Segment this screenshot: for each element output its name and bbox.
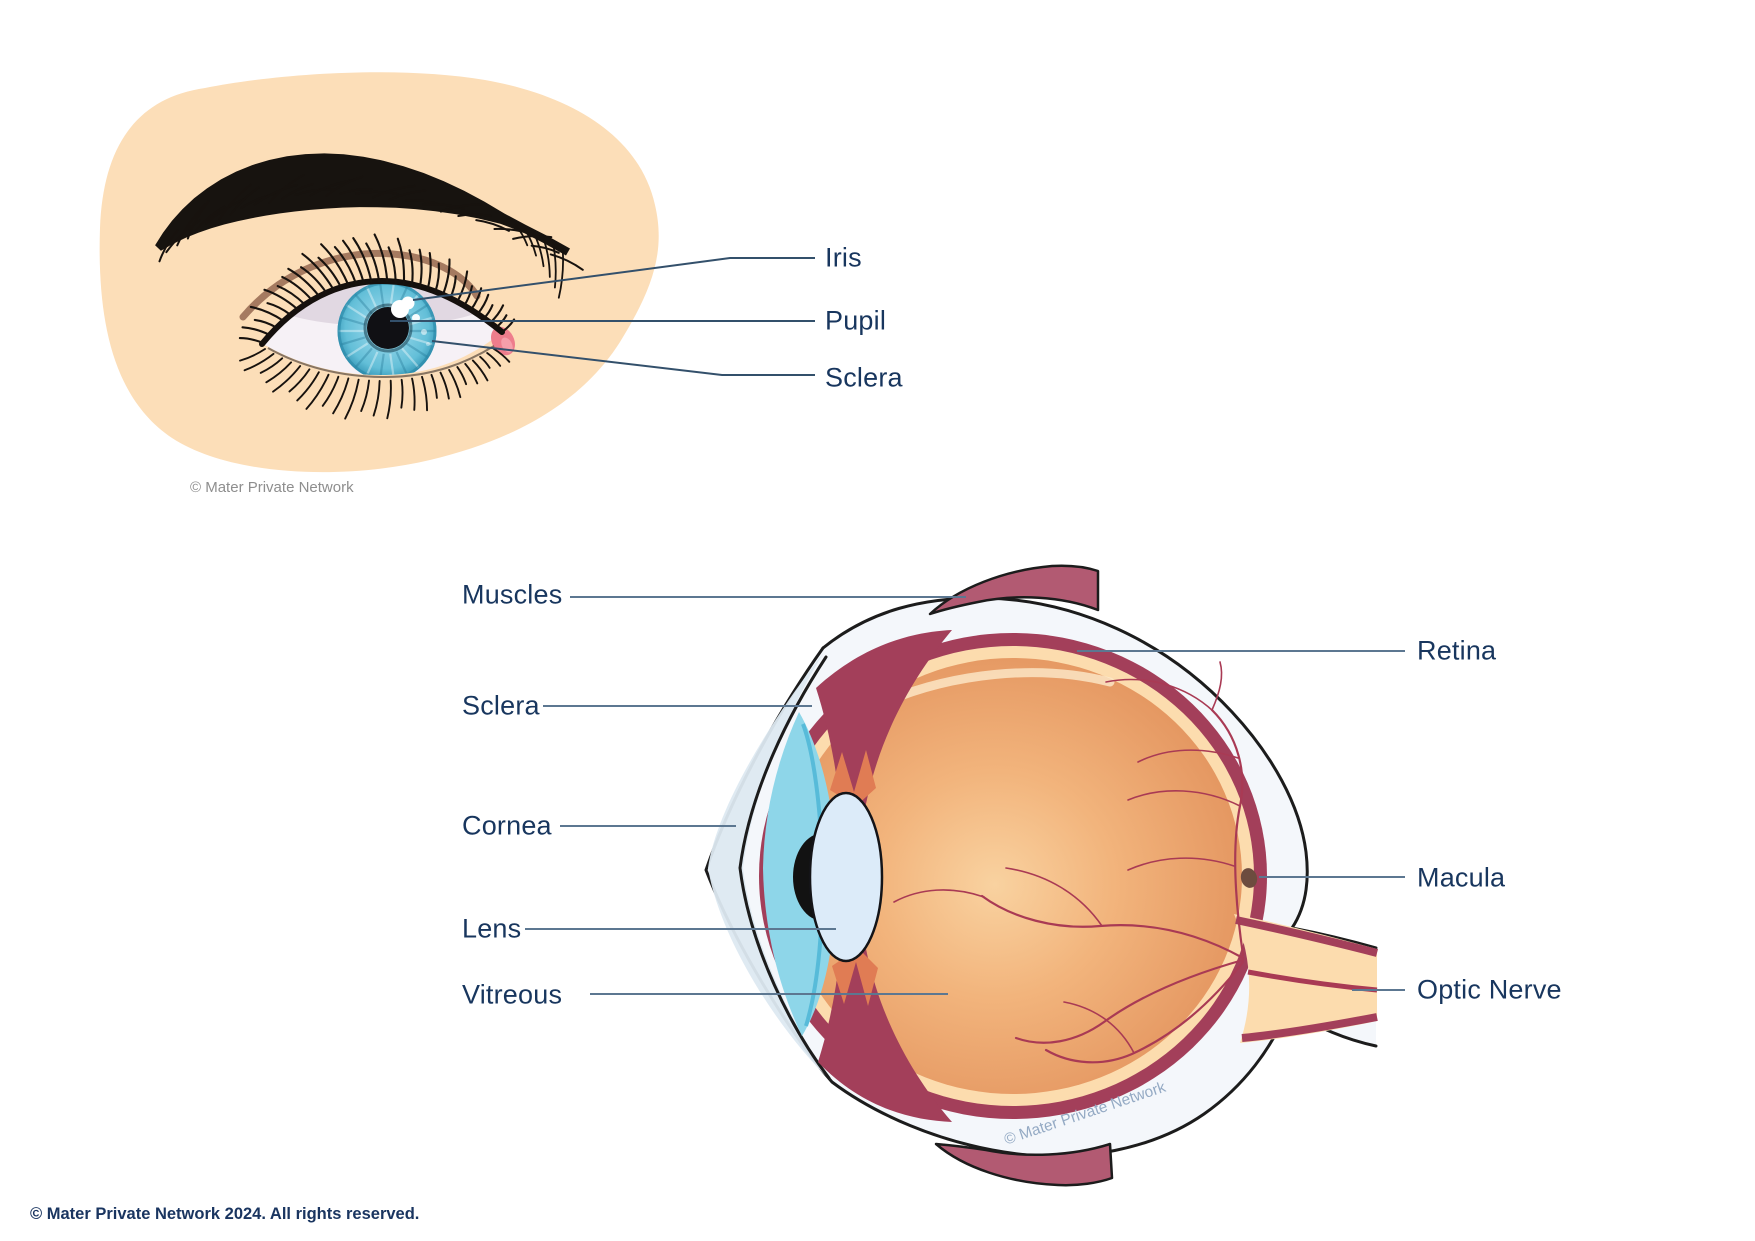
label-sclera: Sclera (462, 690, 540, 721)
lens-shape (808, 791, 884, 963)
label-vitreous: Vitreous (462, 979, 563, 1010)
vitreous-body (784, 658, 1242, 1094)
ciliary-process-top (830, 750, 876, 806)
macula-spot (1240, 868, 1258, 888)
label-macula: Macula (1417, 862, 1506, 893)
muscle-bottom (934, 1142, 1114, 1187)
eyebrow (155, 153, 584, 299)
ciliary-body (816, 630, 952, 1122)
label-iris: Iris (825, 242, 862, 273)
cornea-inner-outline (738, 655, 831, 1080)
optic-nerve-shape (1234, 914, 1378, 1043)
upper-lash-line (259, 277, 505, 347)
external-eye-illustration (99, 72, 815, 473)
retinal-vessels (893, 661, 1245, 1064)
ciliary-process-bottom (832, 948, 878, 1006)
muscle-top (928, 564, 1100, 616)
credit-top-illustration: © Mater Private Network (190, 479, 354, 496)
footer-copyright: © Mater Private Network 2024. All rights… (30, 1205, 420, 1223)
label-pupil: Pupil (825, 305, 887, 336)
label-muscles: Muscles (462, 579, 563, 610)
leader-sclera-top (431, 340, 815, 376)
lower-eyelashes (239, 348, 511, 420)
leader-iris (412, 257, 815, 301)
label-retina: Retina (1417, 635, 1497, 666)
lower-lid-line (267, 345, 495, 379)
label-sclera-top: Sclera (825, 362, 903, 393)
label-optic-nerve: Optic Nerve (1417, 974, 1562, 1005)
upper-eyelashes (238, 233, 516, 345)
eyeball-cross-section (525, 564, 1405, 1187)
skin-blob (99, 72, 659, 473)
label-lens: Lens (462, 913, 522, 944)
label-cornea: Cornea (462, 810, 552, 841)
pupil-rim (363, 303, 413, 353)
